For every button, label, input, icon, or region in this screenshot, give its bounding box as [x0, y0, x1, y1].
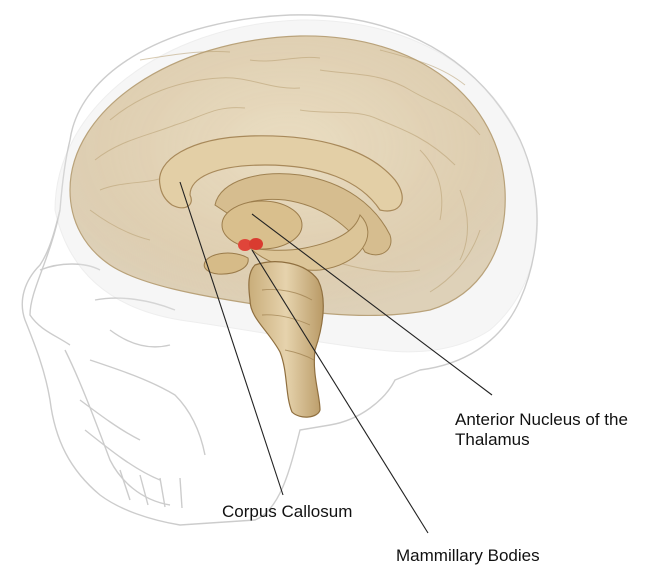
label-anterior-nucleus-line2: Thalamus [455, 430, 530, 450]
label-anterior-nucleus-line1: Anterior Nucleus of the [455, 410, 628, 430]
brainstem [249, 262, 323, 417]
label-corpus-callosum: Corpus Callosum [222, 502, 352, 522]
label-mammillary-bodies: Mammillary Bodies [396, 546, 540, 566]
